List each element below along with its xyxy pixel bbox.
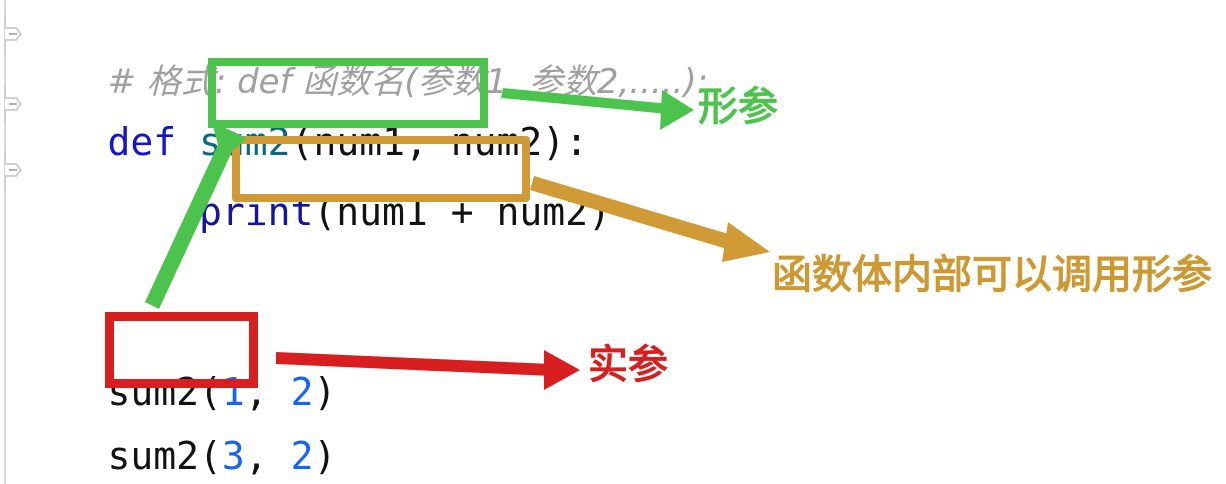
code-line-call-2[interactable]: sum2(3, 2) bbox=[16, 390, 337, 484]
token-paren-close: ) bbox=[313, 370, 337, 414]
token-indent bbox=[108, 190, 200, 234]
editor-gutter-rail bbox=[4, 0, 6, 484]
fold-marker-icon[interactable] bbox=[0, 14, 22, 54]
highlight-box-function-body-args bbox=[232, 136, 530, 202]
token-colon: : bbox=[565, 120, 588, 164]
token-arg-1: 3 bbox=[221, 434, 245, 478]
annotation-label-actual-param: 实参 bbox=[588, 342, 668, 388]
token-call-name: sum2 bbox=[107, 370, 200, 414]
highlight-box-actual-params bbox=[105, 312, 258, 388]
highlight-box-formal-params bbox=[208, 58, 488, 128]
token-comma: , bbox=[244, 434, 291, 478]
code-line-call-1[interactable]: sum2(1, 2) bbox=[16, 326, 337, 458]
token-arg-2: 2 bbox=[290, 370, 314, 414]
token-paren-open: ( bbox=[199, 434, 222, 478]
token-paren-close: ) bbox=[313, 434, 337, 478]
fold-marker-icon[interactable] bbox=[0, 150, 22, 190]
token-arg-2: 2 bbox=[290, 434, 314, 478]
annotation-label-body-usage: 函数体内部可以调用形参 bbox=[772, 252, 1212, 298]
fold-marker-icon[interactable] bbox=[0, 84, 22, 124]
token-call-name: sum2 bbox=[107, 434, 200, 478]
annotation-label-formal-param: 形参 bbox=[698, 84, 778, 130]
